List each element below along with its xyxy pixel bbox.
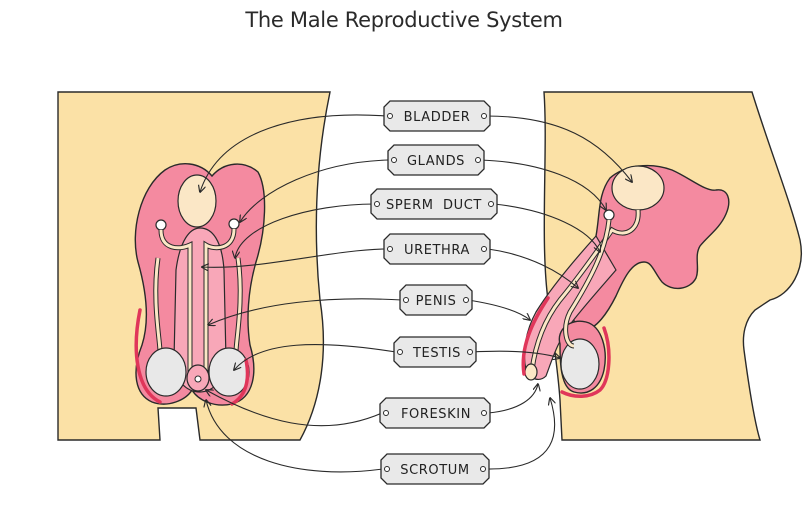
- front-bladder: [177, 174, 217, 228]
- label-sperm-duct-text: SPERM DUCT: [386, 198, 482, 213]
- label-sperm-duct: SPERM DUCT: [370, 188, 498, 220]
- label-scrotum-text: SCROTUM: [400, 463, 469, 478]
- label-scrotum: SCROTUM: [380, 453, 490, 485]
- side-scrotum-rim: [560, 326, 611, 398]
- label-glands: GLANDS: [387, 144, 485, 176]
- label-bladder-text: BLADDER: [404, 110, 471, 125]
- label-bladder: BLADDER: [383, 100, 491, 132]
- front-testis-left: [145, 347, 187, 397]
- side-testis: [560, 338, 600, 390]
- label-urethra-text: URETHRA: [404, 243, 470, 258]
- label-testis: TESTIS: [393, 336, 477, 368]
- side-foreskin-tip: [524, 363, 538, 381]
- side-gland: [603, 209, 615, 221]
- side-view: [521, 91, 802, 441]
- diagram-title: The Male Reproductive System: [245, 8, 563, 32]
- label-arrows: [200, 114, 632, 473]
- label-penis: PENIS: [399, 284, 473, 316]
- side-bladder: [611, 165, 665, 211]
- front-gland-left: [155, 219, 167, 231]
- front-testis-right: [208, 347, 250, 397]
- front-scrotum-rim: [134, 308, 162, 404]
- label-foreskin-text: FORESKIN: [401, 407, 471, 422]
- label-testis-text: TESTIS: [412, 346, 461, 361]
- front-gland-right: [228, 218, 240, 230]
- front-view: [57, 91, 331, 441]
- side-penis-rim: [521, 296, 550, 376]
- label-urethra: URETHRA: [383, 233, 491, 265]
- label-penis-text: PENIS: [416, 294, 457, 309]
- label-glands-text: GLANDS: [407, 154, 465, 169]
- label-foreskin: FORESKIN: [379, 397, 491, 429]
